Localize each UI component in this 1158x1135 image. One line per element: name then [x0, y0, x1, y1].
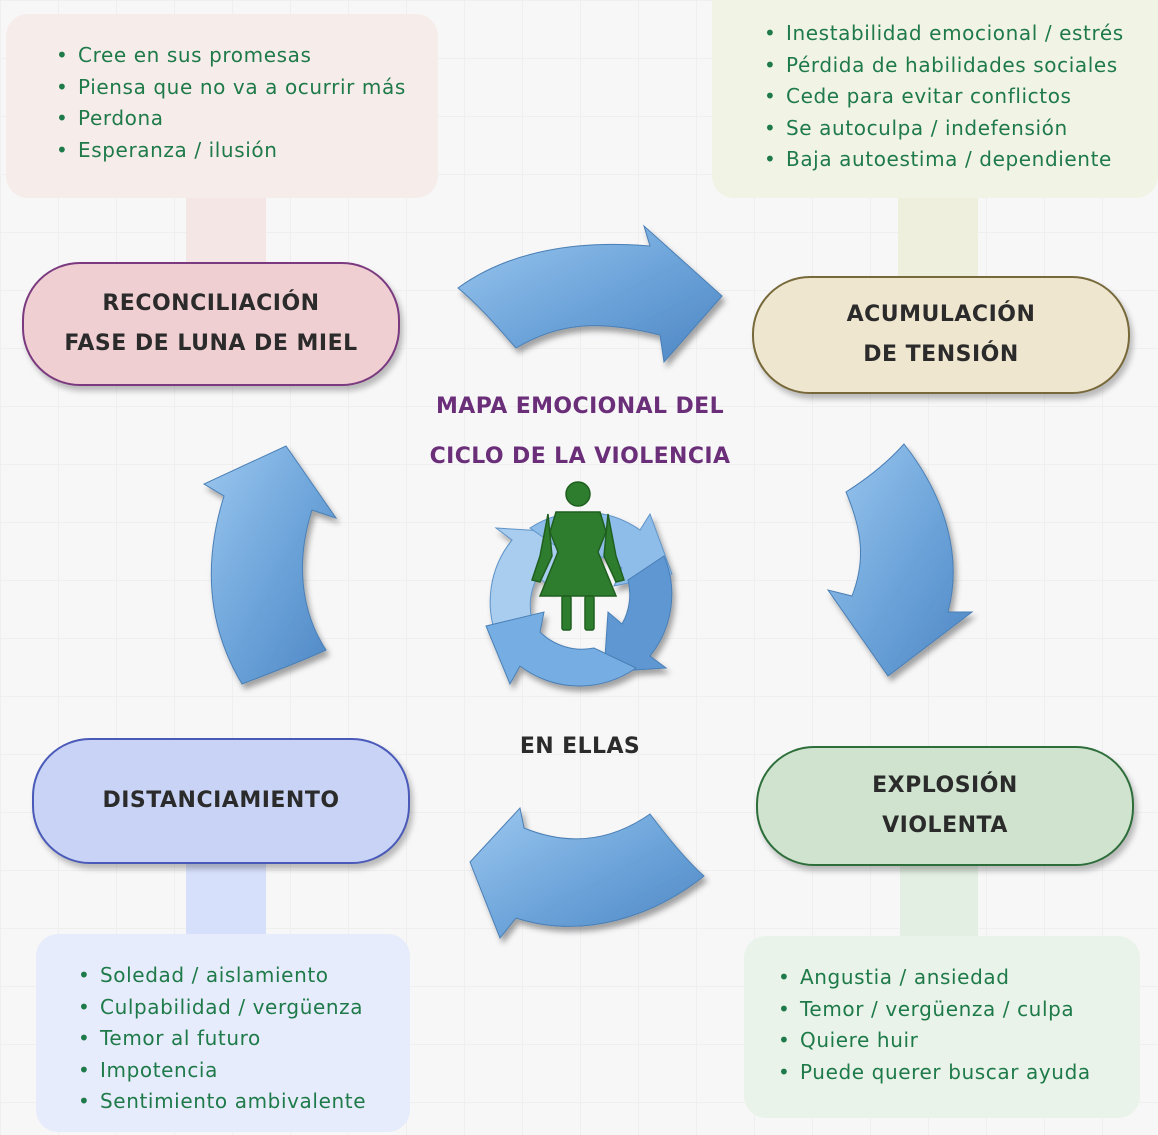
- note-acumulacion: Inestabilidad emocional / estrés Pérdida…: [712, 0, 1158, 198]
- note-item: Inestabilidad emocional / estrés: [764, 18, 1158, 50]
- note-explosion: Angustia / ansiedad Temor / vergüenza / …: [744, 936, 1140, 1118]
- note-item: Angustia / ansiedad: [778, 962, 1140, 994]
- note-item: Quiere huir: [778, 1025, 1140, 1057]
- title-line-2: CICLO DE LA VIOLENCIA: [429, 444, 731, 469]
- cycle-arrow-icon: [826, 443, 974, 677]
- phase-acumulacion: ACUMULACIÓN DE TENSIÓN: [752, 276, 1130, 394]
- phase-subtitle: DE TENSIÓN: [863, 342, 1019, 367]
- note-item: Esperanza / ilusión: [56, 135, 438, 167]
- phase-title: DISTANCIAMIENTO: [102, 788, 340, 813]
- phase-subtitle: FASE DE LUNA DE MIEL: [64, 331, 358, 356]
- note-item: Pérdida de habilidades sociales: [764, 50, 1158, 82]
- cycle-arrow-icon: [469, 806, 705, 939]
- note-item: Impotencia: [78, 1055, 410, 1087]
- note-item: Cede para evitar conflictos: [764, 81, 1158, 113]
- note-item: Cree en sus promesas: [56, 40, 438, 72]
- phase-distanciamiento: DISTANCIAMIENTO: [32, 738, 410, 864]
- phase-reconciliacion: RECONCILIACIÓN FASE DE LUNA DE MIEL: [22, 262, 400, 386]
- note-distanciamiento: Soledad / aislamiento Culpabilidad / ver…: [36, 934, 410, 1132]
- cycle-arrow-icon: [457, 224, 723, 364]
- phase-title: RECONCILIACIÓN: [102, 291, 320, 316]
- note-stem-explosion: [900, 852, 978, 940]
- note-stem-acumulacion: [898, 196, 978, 278]
- note-item: Puede querer buscar ayuda: [778, 1057, 1140, 1089]
- note-item: Sentimiento ambivalente: [78, 1086, 410, 1118]
- note-item: Se autoculpa / indefensión: [764, 113, 1158, 145]
- phase-explosion: EXPLOSIÓN VIOLENTA: [756, 746, 1134, 866]
- note-item: Perdona: [56, 103, 438, 135]
- phase-title: EXPLOSIÓN: [872, 773, 1018, 798]
- diagram-subtitle: EN ELLAS: [519, 734, 641, 759]
- note-item: Culpabilidad / vergüenza: [78, 992, 410, 1024]
- note-stem-reconciliacion: [186, 196, 266, 266]
- diagram-title: MAPA EMOCIONAL DEL CICLO DE LA VIOLENCIA: [400, 382, 760, 482]
- note-item: Temor al futuro: [78, 1023, 410, 1055]
- note-reconciliacion: Cree en sus promesas Piensa que no va a …: [6, 14, 438, 198]
- woman-figure-icon: [531, 481, 625, 631]
- note-item: Soledad / aislamiento: [78, 960, 410, 992]
- title-line-1: MAPA EMOCIONAL DEL: [436, 394, 724, 419]
- phase-subtitle: VIOLENTA: [882, 813, 1008, 838]
- note-item: Baja autoestima / dependiente: [764, 144, 1158, 176]
- phase-title: ACUMULACIÓN: [846, 302, 1036, 327]
- note-item: Piensa que no va a ocurrir más: [56, 72, 438, 104]
- note-item: Temor / vergüenza / culpa: [778, 994, 1140, 1026]
- cycle-arrow-icon: [202, 445, 338, 685]
